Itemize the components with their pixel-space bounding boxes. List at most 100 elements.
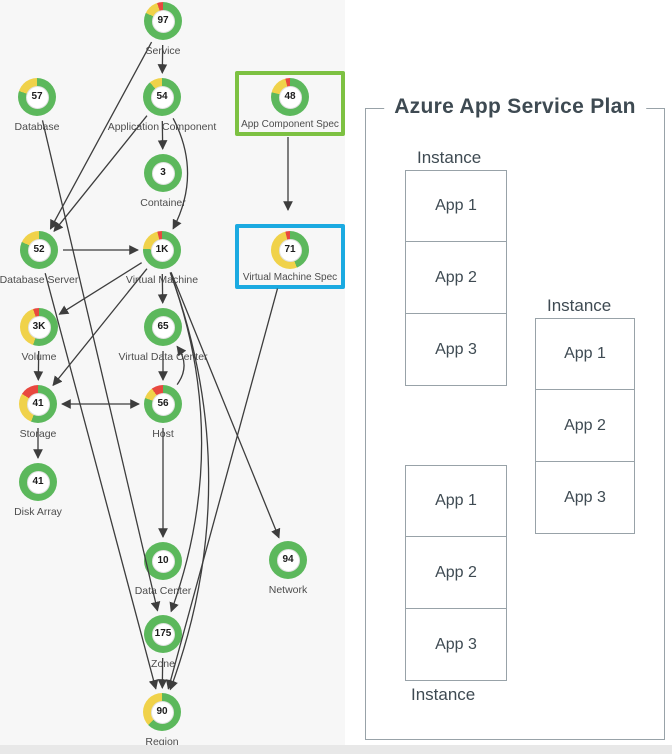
app-box: App 1 <box>535 318 635 390</box>
node-label: Database <box>14 121 60 133</box>
donut-hole: 1K <box>150 238 174 262</box>
node-label: Container <box>140 197 186 209</box>
node-value: 41 <box>32 476 44 487</box>
health-donut: 97 <box>144 2 182 40</box>
donut-hole: 94 <box>276 548 300 572</box>
node-value: 54 <box>156 91 168 102</box>
health-donut: 48 <box>271 78 309 116</box>
health-donut: 94 <box>269 541 307 579</box>
node-value: 56 <box>157 398 169 409</box>
node-volume[interactable]: 3K Volume <box>0 308 94 363</box>
health-donut: 65 <box>144 308 182 346</box>
node-virtual-machine[interactable]: 1K Virtual Machine <box>107 231 217 286</box>
app-box: App 3 <box>405 314 507 386</box>
donut-hole: 41 <box>26 392 50 416</box>
node-label: Virtual Machine Spec <box>242 272 338 283</box>
app-service-plan-title: Azure App Service Plan <box>384 95 646 119</box>
app-box: App 3 <box>405 609 507 681</box>
donut-hole: 97 <box>151 9 175 33</box>
donut-hole: 3 <box>151 161 175 185</box>
node-value: 97 <box>157 15 169 26</box>
donut-hole: 90 <box>150 700 174 724</box>
node-label: Data Center <box>134 585 192 597</box>
node-label: Database Server <box>0 274 79 286</box>
node-value: 52 <box>33 244 45 255</box>
node-value: 41 <box>32 398 44 409</box>
node-value: 65 <box>157 321 169 332</box>
health-donut: 52 <box>20 231 58 269</box>
donut-hole: 71 <box>278 238 302 262</box>
node-value: 3 <box>160 167 166 178</box>
app-box: App 2 <box>405 242 507 314</box>
instance-label: Instance <box>417 148 482 167</box>
donut-hole: 10 <box>151 549 175 573</box>
health-donut: 41 <box>19 385 57 423</box>
health-donut: 71 <box>271 231 309 269</box>
node-value: 71 <box>284 244 296 255</box>
instance-label: Instance <box>411 685 476 704</box>
node-value: 3K <box>32 321 46 332</box>
node-value: 94 <box>282 554 294 565</box>
health-donut: 57 <box>18 78 56 116</box>
node-label: Volume <box>21 351 57 363</box>
app-box: App 1 <box>405 465 507 537</box>
node-label: Virtual Data Center <box>118 351 208 363</box>
donut-hole: 41 <box>26 470 50 494</box>
app-service-plan-box: Azure App Service Plan <box>365 95 665 740</box>
app-box: App 3 <box>535 462 635 534</box>
instance-label: Instance <box>547 296 612 315</box>
app-box: App 1 <box>405 170 507 242</box>
donut-hole: 48 <box>278 85 302 109</box>
node-value: 48 <box>284 91 296 102</box>
node-value: 90 <box>156 706 168 717</box>
health-donut: 1K <box>143 231 181 269</box>
node-label: Host <box>152 428 174 440</box>
app-box: App 2 <box>405 537 507 609</box>
node-label: Storage <box>19 428 57 440</box>
node-label: Disk Array <box>14 506 62 518</box>
node-label: Virtual Machine <box>125 274 199 286</box>
bottom-strip <box>0 745 672 754</box>
health-donut: 10 <box>144 542 182 580</box>
donut-hole: 65 <box>151 315 175 339</box>
node-label: Service <box>145 45 181 57</box>
node-value: 10 <box>157 555 169 566</box>
node-value: 1K <box>155 244 169 255</box>
health-donut: 3K <box>20 308 58 346</box>
app-box: App 2 <box>535 390 635 462</box>
health-donut: 3 <box>144 154 182 192</box>
donut-hole: 54 <box>150 85 174 109</box>
donut-hole: 3K <box>27 315 51 339</box>
donut-hole: 175 <box>151 622 175 646</box>
health-donut: 175 <box>144 615 182 653</box>
health-donut: 56 <box>144 385 182 423</box>
donut-hole: 57 <box>25 85 49 109</box>
donut-hole: 52 <box>27 238 51 262</box>
donut-hole: 56 <box>151 392 175 416</box>
node-label: Network <box>268 584 308 596</box>
node-value: 57 <box>31 91 43 102</box>
health-donut: 41 <box>19 463 57 501</box>
node-label: Zone <box>151 658 175 670</box>
node-label: App Component Spec <box>241 119 339 130</box>
